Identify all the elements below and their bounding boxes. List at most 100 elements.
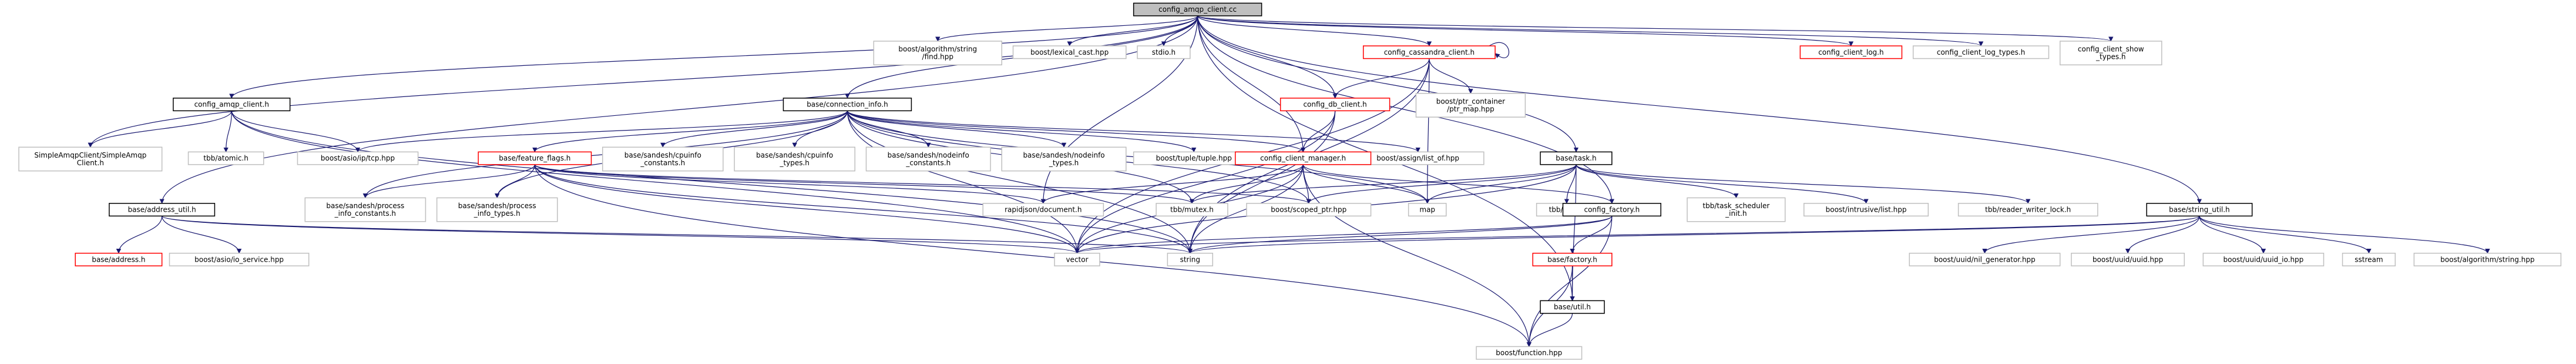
node-box xyxy=(1540,151,1613,165)
node-connection-info[interactable]: base/connection_info.h xyxy=(782,98,912,112)
node-label: base/sandesh/cpuinfo xyxy=(756,151,833,159)
edge-config_amqp_client_h-to-string xyxy=(231,111,1193,254)
node-boost-nil-generator: boost/uuid/nil_generator.hpp xyxy=(1909,252,2061,266)
node-box xyxy=(2413,252,2562,266)
node-base-task[interactable]: base/task.h xyxy=(1540,151,1613,165)
node-stdio: stdio.h xyxy=(1137,45,1191,59)
node-sstream: sstream xyxy=(2342,252,2396,266)
node-config-client-manager[interactable]: config_client_manager.h xyxy=(1234,151,1372,165)
node-box xyxy=(75,252,163,266)
node-label: _constants.h xyxy=(640,159,685,167)
node-base-factory[interactable]: base/factory.h xyxy=(1532,252,1613,266)
node-label: rapidjson/document.h xyxy=(1005,206,1082,214)
node-box xyxy=(1799,45,1903,59)
edge-base_task-to-boost_intrusive_list xyxy=(1576,164,1869,204)
node-config-client-log-types: config_client_log_types.h xyxy=(1912,45,2050,59)
edge-root-to-config_cassandra_client xyxy=(1197,15,1432,46)
edge-base_task-to-boost_scoped_ptr xyxy=(1306,164,1577,204)
node-address-util[interactable]: base/address_util.h xyxy=(109,203,216,217)
edge-string_util-to-boost_uuid_io xyxy=(2199,216,2266,254)
node-label: boost/assign/list_of.hpp xyxy=(1376,154,1459,162)
node-label: base/sandesh/process xyxy=(326,202,404,210)
node-config-db-client[interactable]: config_db_client.h xyxy=(1279,98,1391,112)
edge-string_util-to-boost_uuid xyxy=(2125,216,2200,254)
node-label: base/sandesh/nodeinfo xyxy=(1023,151,1104,159)
node-box xyxy=(18,146,163,172)
node-config-amqp-client-h[interactable]: config_amqp_client.h xyxy=(173,98,291,112)
node-tbb-task-scheduler-init: tbb/task_scheduler_init.h xyxy=(1687,197,1786,222)
node-label: boost/lexical_cast.hpp xyxy=(1030,48,1109,56)
node-label: tbb/mutex.h xyxy=(1170,206,1214,214)
node-box xyxy=(1532,252,1613,266)
node-box xyxy=(304,197,426,222)
node-box xyxy=(982,203,1104,217)
edge-config_db_client-to-string xyxy=(1187,111,1336,254)
node-box xyxy=(1137,45,1191,59)
edge-config_client_manager-to-rapidjson xyxy=(1040,164,1304,204)
node-process-info-constants: base/sandesh/process_info_constants.h xyxy=(304,197,426,222)
edge-feature_flags-to-vector xyxy=(534,164,1080,254)
node-label: tbb/atomic.h xyxy=(203,154,248,162)
node-config-client-log[interactable]: config_client_log.h xyxy=(1799,45,1903,59)
node-label: stdio.h xyxy=(1152,48,1176,56)
node-label: boost/asio/io_service.hpp xyxy=(194,255,284,263)
edge-connection_info-to-vector xyxy=(847,111,1080,254)
node-nodeinfo-types: base/sandesh/nodeinfo_types.h xyxy=(1001,146,1127,172)
node-box xyxy=(297,151,419,165)
edge-feature_flags-to-boost_scoped_ptr xyxy=(534,164,1311,204)
node-boost-uuid-io: boost/uuid/uuid_io.hpp xyxy=(2202,252,2325,266)
node-string-util[interactable]: base/string_util.h xyxy=(2146,203,2253,217)
edge-feature_flags-to-process_info_constants xyxy=(362,164,535,199)
edge-feature_flags-to-rapidjson xyxy=(534,164,1046,204)
node-box xyxy=(1133,2,1262,16)
node-box xyxy=(1957,203,2098,217)
node-label: boost/function.hpp xyxy=(1496,349,1562,357)
node-box xyxy=(2342,252,2396,266)
edge-address_util-to-string xyxy=(162,215,1193,254)
edge-config_client_manager-to-tbb_mutex xyxy=(1189,164,1304,204)
edge-root-to-boost_alg_find xyxy=(935,15,1198,42)
node-label: _info_constants.h xyxy=(334,209,396,218)
node-box xyxy=(1156,203,1228,217)
edge-root-to-address_util xyxy=(159,15,1198,204)
node-config-cassandra-client[interactable]: config_cassandra_client.h xyxy=(1362,45,1496,59)
edge-config_amqp_client_h-to-simple_amqp xyxy=(88,111,232,148)
node-label: base/address_util.h xyxy=(128,206,196,214)
node-box xyxy=(734,146,856,172)
node-box xyxy=(1476,346,1583,360)
node-base-address[interactable]: base/address.h xyxy=(75,252,163,266)
node-config-factory[interactable]: config_factory.h xyxy=(1562,203,1661,217)
node-label: /find.hpp xyxy=(922,53,953,61)
node-cpuinfo-constants: base/sandesh/cpuinfo_constants.h xyxy=(602,146,724,172)
edge-root-to-simple_amqp xyxy=(88,15,1198,148)
node-boost-alg-string: boost/algorithm/string.hpp xyxy=(2413,252,2562,266)
node-boost-io-service: boost/asio/io_service.hpp xyxy=(169,252,310,266)
node-label: base/address.h xyxy=(92,255,145,263)
node-label: tbb/reader_writer_lock.h xyxy=(1985,206,2071,214)
node-label: boost/tuple/tuple.hpp xyxy=(1156,154,1232,162)
node-label: string xyxy=(1180,255,1200,263)
node-box xyxy=(2059,41,2162,66)
node-box xyxy=(782,98,912,112)
edge-config_db_client-to-config_client_manager xyxy=(1300,111,1336,153)
node-boost-asio-tcp: boost/asio/ip/tcp.hpp xyxy=(297,151,419,165)
node-root[interactable]: config_amqp_client.cc xyxy=(1133,2,1262,16)
edge-connection_info-to-nodeinfo_types xyxy=(847,111,1067,148)
node-box xyxy=(1012,45,1127,59)
node-vector: vector xyxy=(1054,252,1100,266)
node-label: _constants.h xyxy=(905,159,951,167)
edge-config_cassandra_client-to-boost_ptr_map xyxy=(1429,58,1473,94)
edge-string_util-to-sstream xyxy=(2199,216,2372,254)
node-label: Client.h xyxy=(77,159,104,167)
edge-address_util-to-base_address xyxy=(116,216,163,254)
edge-root-to-config_client_log_types xyxy=(1197,15,1983,46)
edge-root-to-config_amqp_client_h xyxy=(229,15,1198,99)
edge-address_util-to-vector xyxy=(162,215,1080,254)
node-label: base/string_util.h xyxy=(2169,206,2230,214)
node-box xyxy=(2202,252,2325,266)
node-label: sstream xyxy=(2355,255,2383,263)
node-base-util[interactable]: base/util.h xyxy=(1540,300,1605,314)
node-feature-flags[interactable]: base/feature_flags.h xyxy=(478,151,592,165)
node-boost-assign: boost/assign/list_of.hpp xyxy=(1351,151,1485,165)
node-label: base/feature_flags.h xyxy=(499,154,570,162)
